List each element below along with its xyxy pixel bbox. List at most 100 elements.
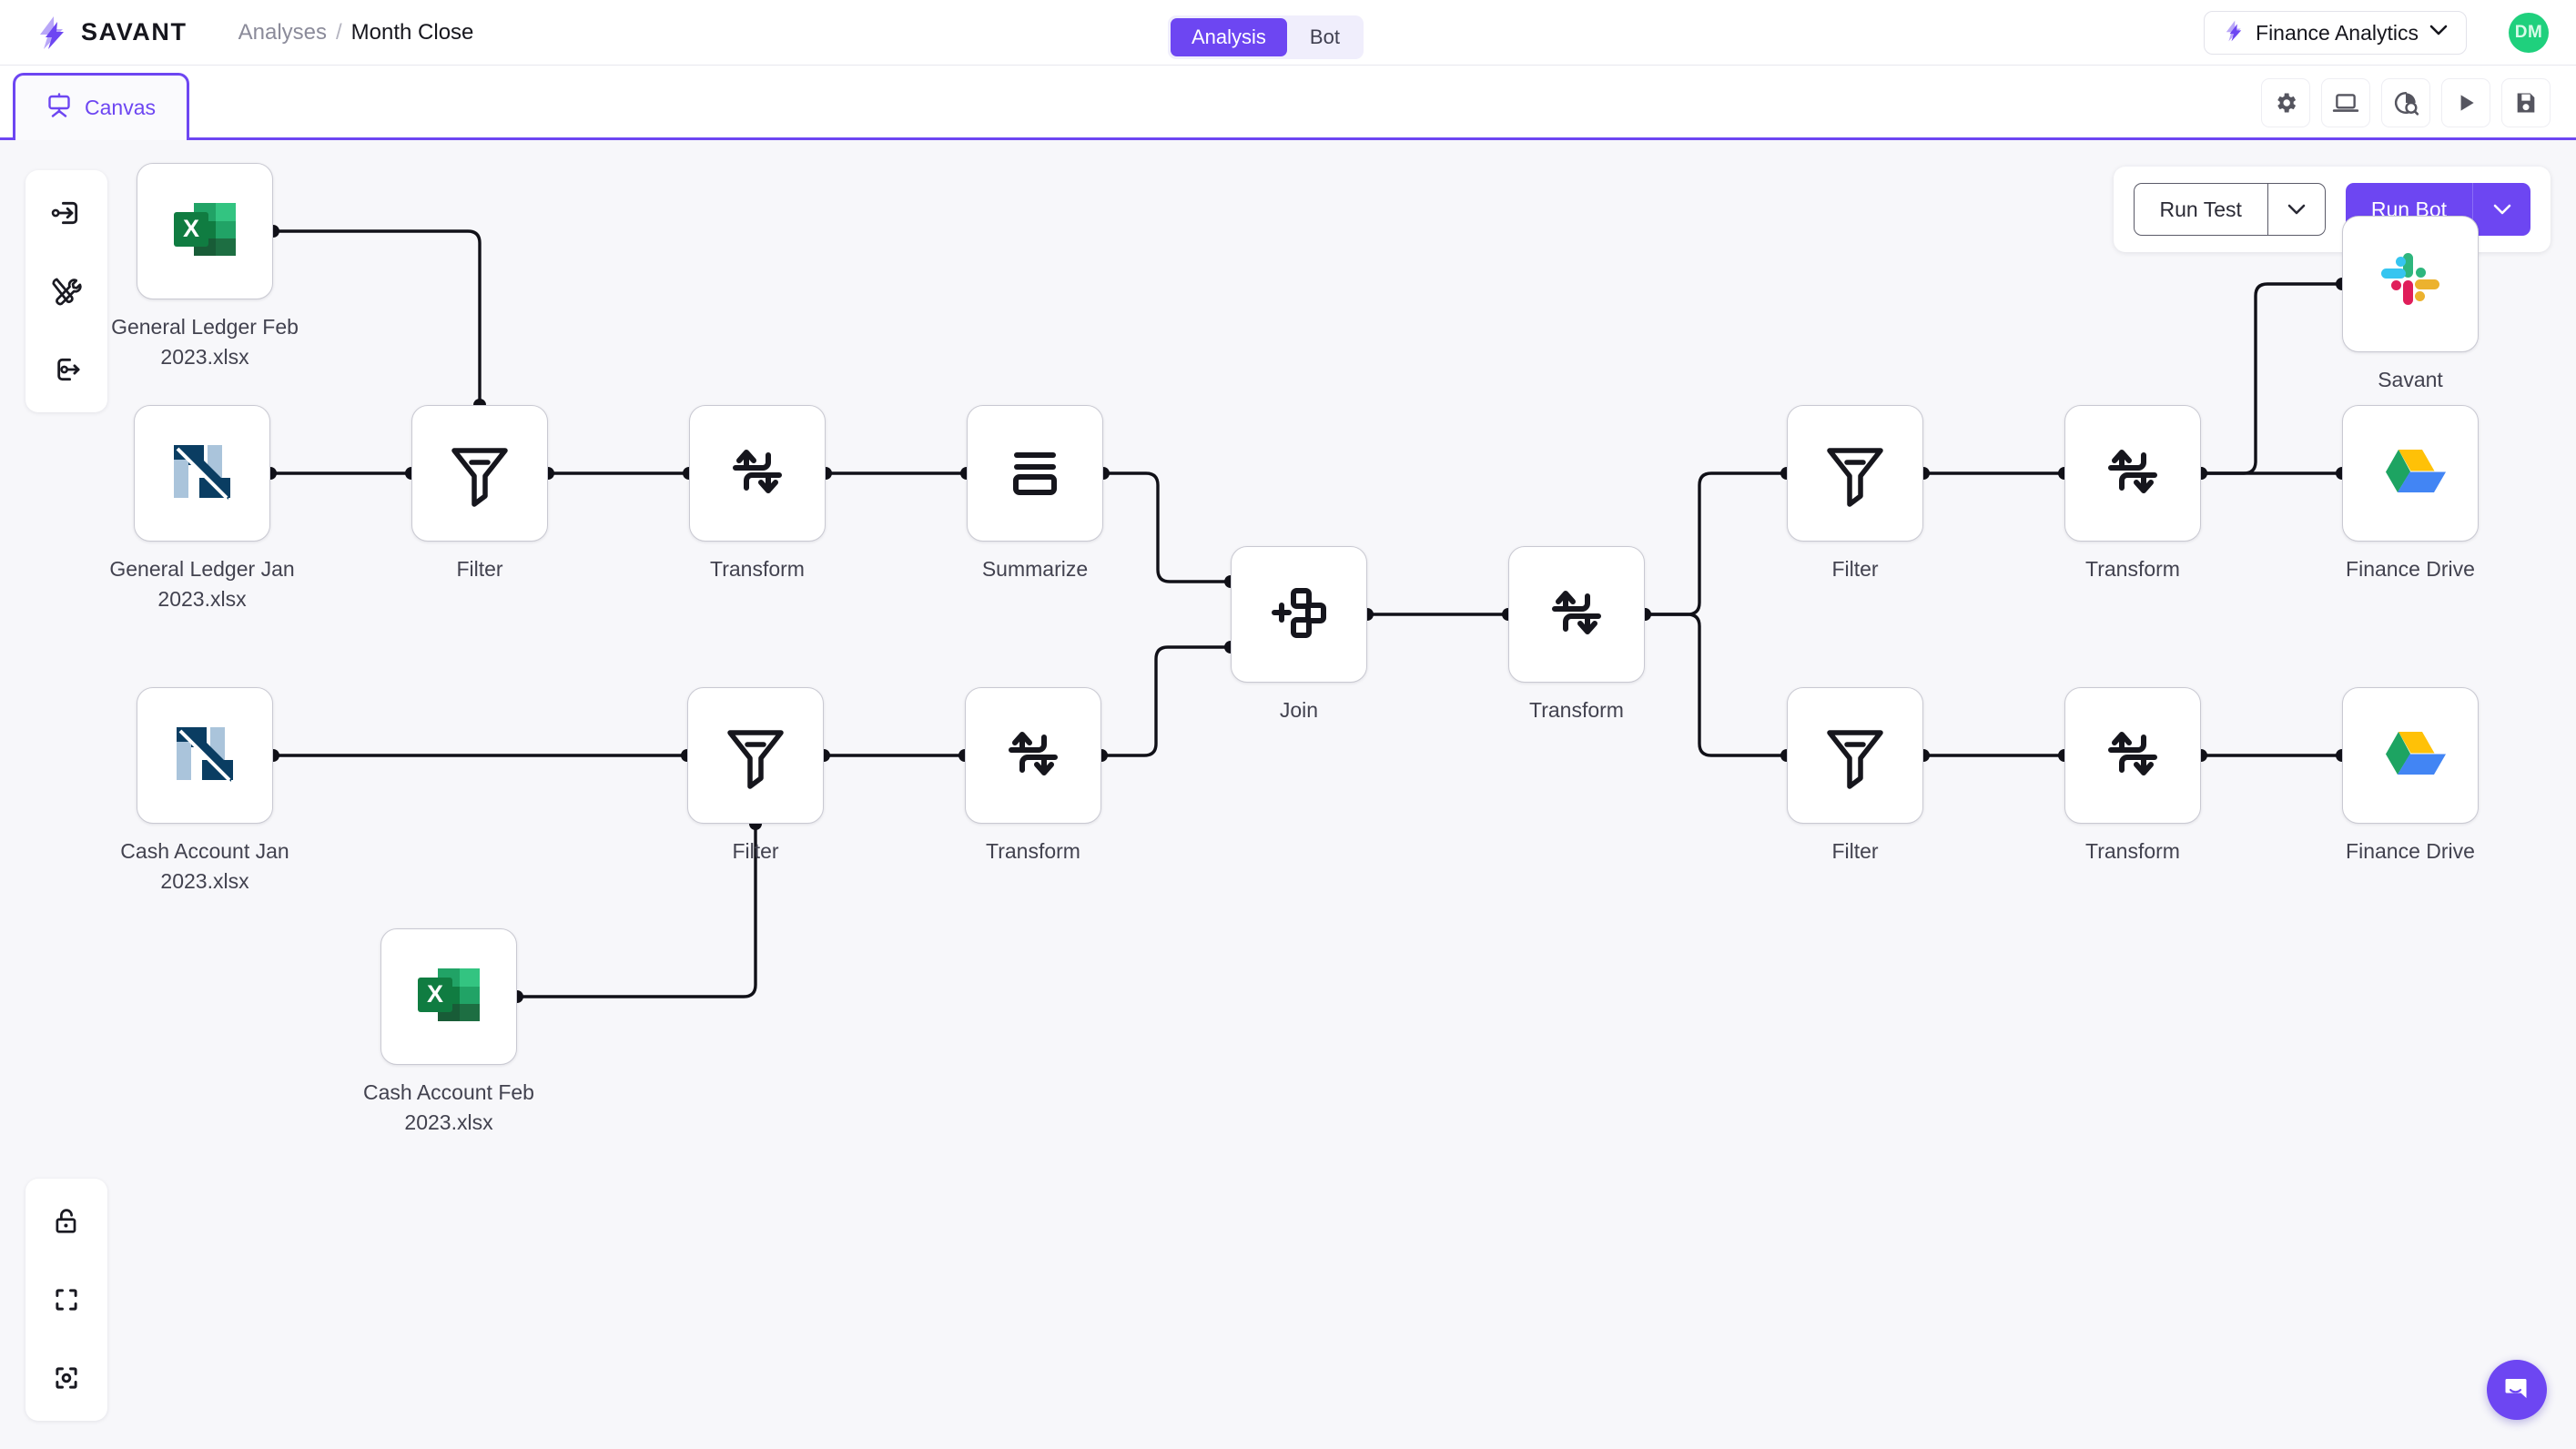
tab-canvas[interactable]: Canvas bbox=[13, 73, 189, 140]
node-palette-rail bbox=[25, 170, 107, 412]
edge[interactable] bbox=[515, 822, 757, 998]
tab-bar: Canvas bbox=[0, 66, 2576, 140]
node-box-transform_1[interactable] bbox=[689, 405, 826, 542]
edge[interactable] bbox=[1643, 613, 1789, 757]
node-transform_1[interactable]: Transform bbox=[689, 405, 826, 581]
edge[interactable] bbox=[2199, 282, 2344, 475]
run-test-chevron-down-icon[interactable] bbox=[2267, 183, 2326, 236]
node-box-drive_1[interactable] bbox=[2342, 405, 2479, 542]
node-cash_feb[interactable]: X Cash Account Feb 2023.xlsx bbox=[363, 928, 534, 1134]
transform-icon bbox=[2096, 435, 2169, 512]
node-drive_2[interactable]: Finance Drive bbox=[2342, 687, 2479, 863]
node-drive_1[interactable]: Finance Drive bbox=[2342, 405, 2479, 581]
node-box-transform_5[interactable] bbox=[2064, 687, 2201, 824]
node-gl_feb[interactable]: X General Ledger Feb 2023.xlsx bbox=[111, 163, 299, 369]
filter-icon bbox=[443, 435, 516, 512]
node-box-transform_3[interactable] bbox=[1508, 546, 1645, 683]
run-bot-chevron-down-icon[interactable] bbox=[2472, 183, 2530, 236]
lightning-bolt-icon bbox=[35, 15, 69, 51]
workflow-canvas[interactable]: Run Test Run Bot X General Ledger Feb 20… bbox=[0, 141, 2576, 1449]
svg-text:X: X bbox=[427, 980, 443, 1008]
node-box-filter_3[interactable] bbox=[1787, 405, 1923, 542]
breadcrumb: Analyses / Month Close bbox=[238, 20, 474, 46]
breadcrumb-current: Month Close bbox=[350, 19, 474, 45]
summarize-icon bbox=[999, 435, 1071, 512]
tab-bot[interactable]: Bot bbox=[1309, 25, 1340, 48]
netsuite-icon bbox=[166, 714, 244, 797]
node-box-cash_feb[interactable]: X bbox=[380, 928, 517, 1065]
top-header: SAVANT Analyses / Month Close Analysis B… bbox=[0, 0, 2576, 66]
lock-open-icon[interactable] bbox=[38, 1193, 95, 1250]
node-box-drive_2[interactable] bbox=[2342, 687, 2479, 824]
node-box-filter_1[interactable] bbox=[411, 405, 548, 542]
run-test-button[interactable]: Run Test bbox=[2133, 183, 2267, 236]
node-transform_3[interactable]: Transform bbox=[1508, 546, 1645, 722]
canvas-controls-rail bbox=[25, 1179, 107, 1421]
avatar[interactable]: DM bbox=[2509, 13, 2549, 53]
save-disk-icon[interactable] bbox=[2501, 78, 2551, 127]
google-drive-icon bbox=[2374, 435, 2447, 512]
node-filter_3[interactable]: Filter bbox=[1787, 405, 1923, 581]
node-filter_2[interactable]: Filter bbox=[687, 687, 824, 863]
laptop-icon[interactable] bbox=[2321, 78, 2370, 127]
node-join[interactable]: Join bbox=[1231, 546, 1367, 722]
tab-analysis[interactable]: Analysis bbox=[1171, 18, 1287, 56]
brand-logo[interactable]: SAVANT bbox=[35, 15, 188, 51]
brand-name: SAVANT bbox=[81, 18, 188, 46]
google-drive-icon bbox=[2374, 717, 2447, 795]
tools-wrench-screwdriver-icon[interactable] bbox=[38, 263, 95, 319]
workspace-label: Finance Analytics bbox=[2256, 20, 2419, 45]
center-focus-icon[interactable] bbox=[38, 1350, 95, 1406]
edge[interactable] bbox=[1101, 471, 1232, 583]
workspace-selector[interactable]: Finance Analytics bbox=[2204, 11, 2467, 55]
transform-icon bbox=[1540, 576, 1613, 654]
play-icon[interactable] bbox=[2441, 78, 2490, 127]
breadcrumb-parent[interactable]: Analyses bbox=[238, 19, 327, 45]
node-box-join[interactable] bbox=[1231, 546, 1367, 683]
tab-canvas-label: Canvas bbox=[85, 96, 156, 119]
node-filter_4[interactable]: Filter bbox=[1787, 687, 1923, 863]
join-icon bbox=[1263, 576, 1335, 654]
pie-chart-search-icon[interactable] bbox=[2381, 78, 2430, 127]
node-transform_5[interactable]: Transform bbox=[2064, 687, 2201, 863]
netsuite-icon bbox=[163, 432, 241, 515]
transform-icon bbox=[997, 717, 1070, 795]
chat-bubble-icon[interactable] bbox=[2487, 1360, 2547, 1420]
edge[interactable] bbox=[271, 229, 482, 407]
run-test-split-button: Run Test bbox=[2133, 183, 2326, 236]
edge[interactable] bbox=[1643, 471, 1789, 616]
settings-gear-icon[interactable] bbox=[2261, 78, 2310, 127]
node-box-gl_feb[interactable]: X bbox=[137, 163, 273, 299]
excel-icon: X bbox=[410, 956, 488, 1039]
node-gl_jan[interactable]: General Ledger Jan 2023.xlsx bbox=[109, 405, 295, 611]
chevron-down-icon bbox=[2429, 25, 2448, 41]
easel-icon bbox=[46, 93, 72, 123]
node-box-summarize_1[interactable] bbox=[967, 405, 1103, 542]
node-savant_out[interactable]: Savant bbox=[2342, 216, 2479, 391]
node-box-filter_2[interactable] bbox=[687, 687, 824, 824]
filter-icon bbox=[1819, 435, 1891, 512]
node-transform_2[interactable]: Transform bbox=[965, 687, 1101, 863]
node-cash_jan[interactable]: Cash Account Jan 2023.xlsx bbox=[120, 687, 289, 893]
run-panel: Run Test Run Bot bbox=[2113, 167, 2551, 252]
excel-icon: X bbox=[166, 190, 244, 273]
filter-icon bbox=[1819, 717, 1891, 795]
input-node-icon[interactable] bbox=[38, 185, 95, 241]
canvas-toolbar bbox=[2261, 78, 2551, 127]
output-node-icon[interactable] bbox=[38, 341, 95, 398]
node-box-savant_out[interactable] bbox=[2342, 216, 2479, 352]
edge[interactable] bbox=[1100, 645, 1232, 757]
node-box-transform_2[interactable] bbox=[965, 687, 1101, 824]
svg-text:X: X bbox=[183, 215, 199, 242]
breadcrumb-separator: / bbox=[336, 19, 342, 45]
fit-screen-icon[interactable] bbox=[38, 1272, 95, 1328]
node-filter_1[interactable]: Filter bbox=[411, 405, 548, 581]
transform-icon bbox=[721, 435, 794, 512]
node-transform_4[interactable]: Transform bbox=[2064, 405, 2201, 581]
transform-icon bbox=[2096, 717, 2169, 795]
node-box-gl_jan[interactable] bbox=[134, 405, 270, 542]
node-box-filter_4[interactable] bbox=[1787, 687, 1923, 824]
node-summarize_1[interactable]: Summarize bbox=[967, 405, 1103, 581]
node-box-transform_4[interactable] bbox=[2064, 405, 2201, 542]
node-box-cash_jan[interactable] bbox=[137, 687, 273, 824]
